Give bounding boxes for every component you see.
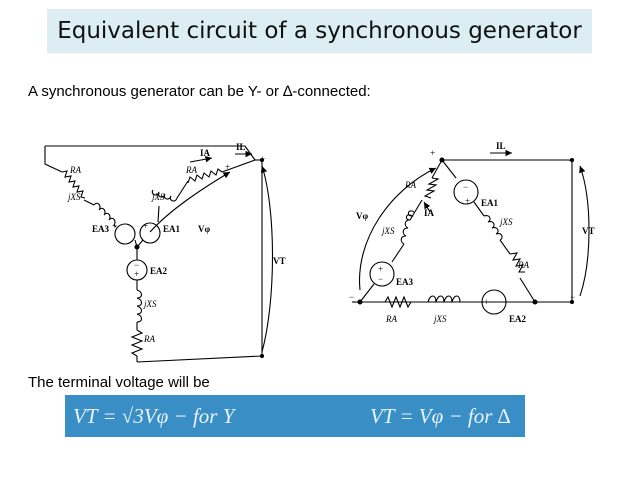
- y-circuit-labels: RA jXS EA3 RA jXS EA1 IA IL Vφ VT EA2 jX…: [67, 142, 286, 344]
- y-label-vphi: Vφ: [198, 224, 210, 234]
- d-label-ea3: EA3: [396, 277, 414, 287]
- y-label-ea2: EA2: [150, 266, 168, 276]
- d-label-jxs-left: jXS: [381, 226, 395, 236]
- y-label-ra-bottom: RA: [143, 334, 155, 344]
- y-right-inductor: [151, 189, 178, 202]
- y-vt-arrow: [260, 165, 274, 353]
- d-label-ea2: EA2: [509, 314, 527, 324]
- delta-circuit-labels: IL RA EA1 IA jXS Vφ jXS VT RA EA3 RA jXS…: [349, 141, 595, 324]
- y-label-ea1: EA1: [163, 224, 181, 234]
- svg-text:+: +: [260, 154, 265, 164]
- delta-left-resistor: [423, 177, 440, 199]
- svg-text:+: +: [143, 221, 148, 231]
- d-label-vphi: Vφ: [356, 211, 368, 221]
- delta-right-inductor: [483, 215, 503, 241]
- d-label-ea1: EA1: [481, 198, 499, 208]
- formula-wye: VT = √3Vφ − for Y: [73, 404, 235, 428]
- d-label-jxs-right: jXS: [499, 217, 513, 227]
- y-label-jxs-bottom: jXS: [143, 299, 157, 309]
- y-label-ra-top-right: RA: [185, 165, 197, 175]
- svg-text:+: +: [112, 221, 117, 231]
- delta-vphi-arrow: [358, 167, 437, 291]
- svg-text:−: −: [134, 260, 139, 270]
- d-label-vt: VT: [582, 226, 595, 236]
- formula-bar: VT = √3Vφ − for Y VT = Vφ − for ∆: [65, 395, 525, 437]
- svg-text:+: +: [569, 156, 574, 166]
- svg-text:+: +: [430, 148, 435, 158]
- y-right-resistor: [187, 168, 223, 184]
- y-label-vt: VT: [273, 256, 286, 266]
- delta-right-resistor: [509, 252, 525, 273]
- delta-left-inductor: [400, 210, 415, 245]
- title-bar: Equivalent circuit of a synchronous gene…: [47, 9, 592, 53]
- svg-text:+: +: [378, 264, 383, 274]
- svg-text:−: −: [463, 182, 468, 192]
- d-label-ra-right: RA: [517, 260, 529, 270]
- y-top-wire: [44, 146, 63, 173]
- circuit-diagrams: RA jXS EA3 RA jXS EA1 IA IL Vφ VT EA2 jX…: [44, 141, 595, 363]
- svg-text:−: −: [378, 274, 383, 284]
- svg-text:−: −: [500, 297, 505, 307]
- delta-bottom-inductor: [427, 295, 461, 303]
- y-bottom-inductor: [136, 289, 143, 323]
- y-label-jxs-left: jXS: [67, 192, 81, 202]
- formula-delta: VT = Vφ − for ∆: [370, 404, 511, 428]
- y-label-ea3: EA3: [92, 224, 110, 234]
- y-ea3-source: [114, 223, 136, 245]
- d-label-ra-left: RA: [404, 180, 416, 190]
- svg-text:+: +: [465, 196, 470, 206]
- y-vphi-arrow: [149, 171, 231, 233]
- delta-circuit: [352, 149, 590, 315]
- svg-text:−: −: [570, 292, 575, 302]
- y-label-jxs-right: jXS: [151, 192, 165, 202]
- delta-ea2-source: [481, 289, 507, 315]
- svg-text:+: +: [225, 162, 230, 172]
- delta-ea1-source: [453, 179, 479, 205]
- delta-vt-arrow: [579, 165, 590, 297]
- svg-text:+: +: [134, 269, 139, 279]
- y-ea1-source: [139, 222, 161, 244]
- y-label-ra-top-left: RA: [69, 165, 81, 175]
- y-left-inductor: [93, 202, 116, 226]
- terminal-voltage-text: The terminal voltage will be: [28, 374, 210, 391]
- y-label-il: IL: [236, 142, 246, 152]
- d-label-jxs-bottom: jXS: [433, 314, 447, 324]
- y-label-ia: IA: [200, 148, 211, 158]
- delta-bottom-resistor: [384, 295, 412, 309]
- slide-title: Equivalent circuit of a synchronous gene…: [57, 18, 582, 44]
- y-circuit: [44, 145, 274, 363]
- d-label-ia: IA: [424, 208, 435, 218]
- delta-ea3-source: [369, 261, 395, 287]
- y-left-resistor: [61, 170, 86, 199]
- svg-text:+: +: [484, 297, 489, 307]
- svg-text:−: −: [349, 292, 354, 302]
- y-bottom-resistor: [130, 329, 144, 357]
- d-label-ra-bottom: RA: [385, 314, 397, 324]
- d-label-il: IL: [496, 141, 506, 151]
- intro-text: A synchronous generator can be Y- or ∆-c…: [28, 83, 371, 100]
